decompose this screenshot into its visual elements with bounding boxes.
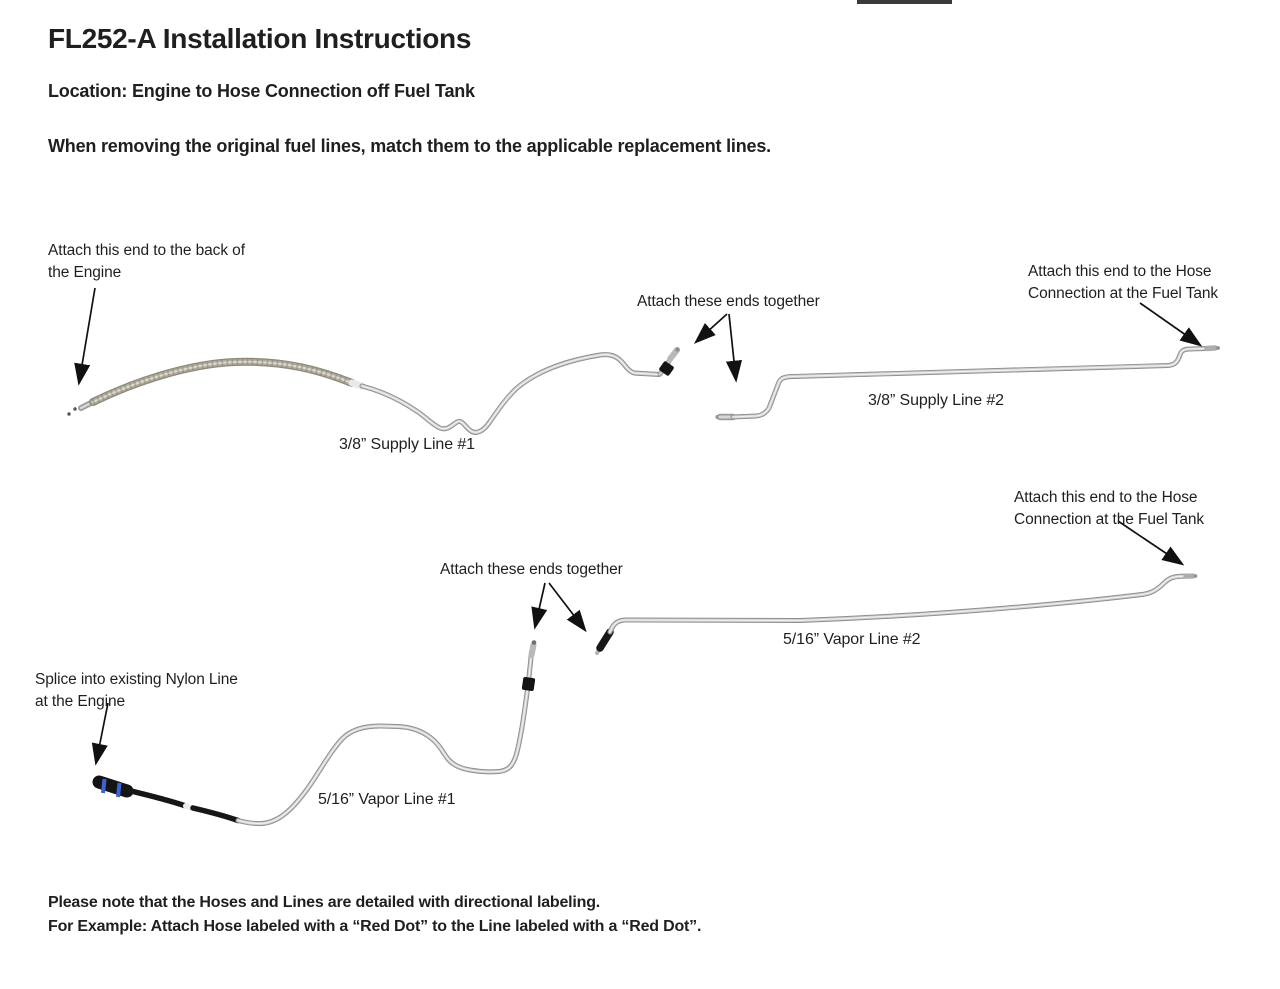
annotation-tank-end-top: Attach this end to the Hose Connection a… bbox=[1028, 261, 1218, 305]
braided-hose-highlight bbox=[92, 360, 353, 403]
annotation-line: Attach this end to the Hose bbox=[1014, 489, 1198, 506]
annotation-line: Splice into existing Nylon Line bbox=[35, 671, 238, 688]
location-line: Location: Engine to Hose Connection off … bbox=[48, 81, 475, 101]
arrow-engine-end bbox=[74, 287, 96, 386]
instruction-line: When removing the original fuel lines, m… bbox=[48, 136, 771, 156]
supply-line-2-tip-cap bbox=[1216, 346, 1220, 350]
footer-note: Please note that the Hoses and Lines are… bbox=[48, 891, 701, 939]
label-supply-line-1: 3/8” Supply Line #1 bbox=[339, 436, 475, 453]
footer-note-line1: Please note that the Hoses and Lines are… bbox=[48, 894, 601, 911]
vapor-line-2-tube bbox=[607, 573, 1192, 635]
supply-line-1-end-speck bbox=[73, 407, 77, 411]
vapor-line-1-fitting-nut bbox=[521, 676, 536, 692]
vapor-line-2-tube-mid bbox=[608, 574, 1191, 634]
vapor-line-2-tip-cap bbox=[1193, 574, 1198, 578]
footer-note-line2: For Example: Attach Hose labeled with a … bbox=[48, 918, 702, 935]
supply-line-1-tube-highlight bbox=[361, 353, 660, 434]
annotation-ends-together-top: Attach these ends together bbox=[637, 293, 820, 310]
supply-line-1-end-speck bbox=[67, 412, 71, 416]
nylon-hose bbox=[124, 787, 189, 809]
arrow-ends-together-top-left bbox=[693, 313, 728, 344]
cropped-top-bar bbox=[857, 0, 952, 4]
supply-line-1-fitting-nut bbox=[659, 361, 674, 376]
annotation-line: Connection at the Fuel Tank bbox=[1028, 285, 1219, 302]
supply-line-2-tip-ferrule bbox=[1204, 345, 1218, 352]
label-vapor-line-1: 5/16” Vapor Line #1 bbox=[318, 791, 456, 808]
splice-connector-blue-ring bbox=[116, 782, 122, 798]
page-title: FL252-A Installation Instructions bbox=[48, 23, 472, 54]
annotation-ends-together-bottom: Attach these ends together bbox=[440, 561, 623, 578]
annotation-tank-end-bottom: Attach this end to the Hose Connection a… bbox=[1014, 487, 1204, 531]
arrow-tank-end-top bbox=[1139, 302, 1203, 347]
arrow-ends-together-bottom-left bbox=[531, 582, 548, 630]
label-vapor-line-2: 5/16” Vapor Line #2 bbox=[783, 631, 921, 648]
supply-line-2 bbox=[715, 345, 1220, 421]
supply-line-1 bbox=[67, 347, 680, 435]
supply-line-2-tube-highlight bbox=[732, 347, 1208, 418]
annotation-splice-engine: Splice into existing Nylon Line at the E… bbox=[35, 669, 238, 713]
supply-line-1-tube-mid bbox=[360, 353, 661, 434]
vapor-line-1 bbox=[92, 640, 537, 827]
nylon-hose-segment-2 bbox=[190, 805, 241, 824]
supply-line-1-fitting-cap bbox=[675, 347, 680, 352]
splice-connector-blue-ring bbox=[101, 778, 107, 794]
vapor-line-2-black-fitting bbox=[596, 628, 614, 652]
annotation-line: at the Engine bbox=[35, 693, 126, 710]
annotation-engine-end: Attach this end to the back of the Engin… bbox=[48, 240, 245, 284]
arrow-tank-end-bottom bbox=[1117, 520, 1185, 566]
vapor-line-2-tube-highlight bbox=[609, 575, 1190, 633]
arrow-ends-together-bottom-right bbox=[548, 582, 587, 633]
arrow-ends-together-top-right bbox=[725, 313, 743, 383]
annotation-line: Attach this end to the Hose bbox=[1028, 263, 1212, 280]
vapor-line-1-tip-cap bbox=[531, 640, 537, 645]
vapor-line-2 bbox=[595, 573, 1198, 655]
label-supply-line-2: 3/8” Supply Line #2 bbox=[868, 392, 1004, 409]
arrow-splice-engine bbox=[91, 702, 109, 766]
callout-arrows bbox=[74, 287, 1203, 766]
annotation-line: Connection at the Fuel Tank bbox=[1014, 511, 1205, 528]
vapor-line-1-tube-highlight bbox=[237, 651, 533, 825]
vapor-line-1-tip-ferrule bbox=[528, 642, 537, 658]
annotation-line: Attach this end to the back of bbox=[48, 242, 245, 259]
supply-line-1-fitting-tip bbox=[667, 347, 680, 362]
annotation-line: the Engine bbox=[48, 264, 122, 281]
